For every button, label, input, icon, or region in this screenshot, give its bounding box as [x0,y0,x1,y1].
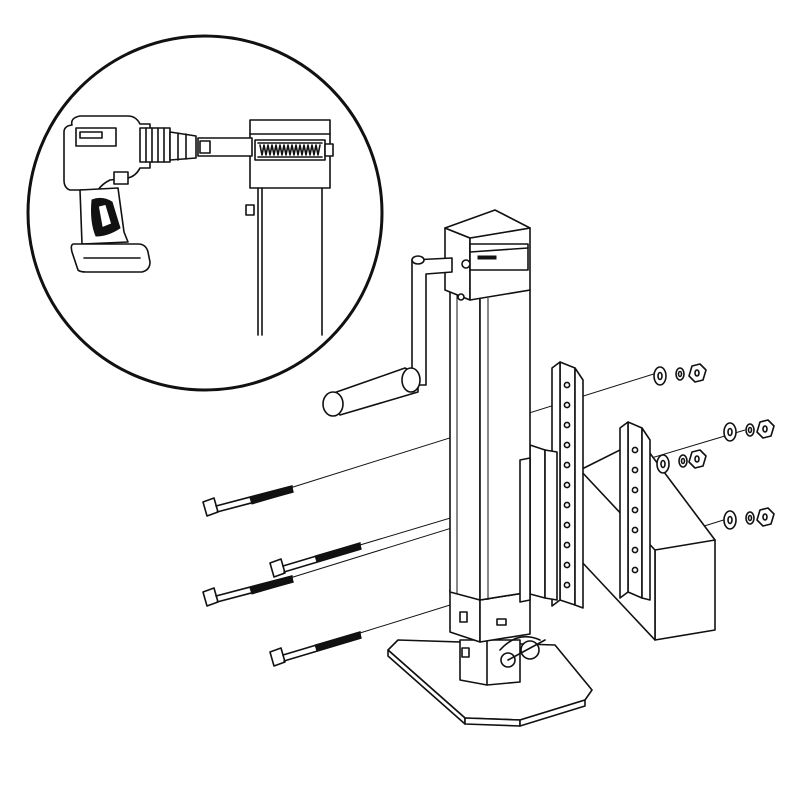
mounting-bracket-right [619,421,651,601]
washer-set-1 [653,363,707,386]
gearbox-bolt [461,259,471,269]
bolt-2 [269,542,362,578]
bolt-3 [202,575,294,607]
bolt-1 [202,485,294,517]
inset-drill-icon [63,115,197,273]
jack-lower-housing [459,635,546,686]
washer-set-4 [723,507,775,530]
washer-set-3 [656,449,707,474]
washer-set-2 [723,419,775,442]
jack-gearbox [444,209,531,301]
drill-inset [26,34,384,392]
pin-ring [520,640,540,660]
crank-handle [322,255,453,417]
gearbox-grease-fitting [457,293,465,301]
bolt-4 [269,631,362,667]
jack-side-plate [529,444,558,601]
jack-main-tube [449,289,531,603]
inset-drill-adapter [197,137,253,157]
